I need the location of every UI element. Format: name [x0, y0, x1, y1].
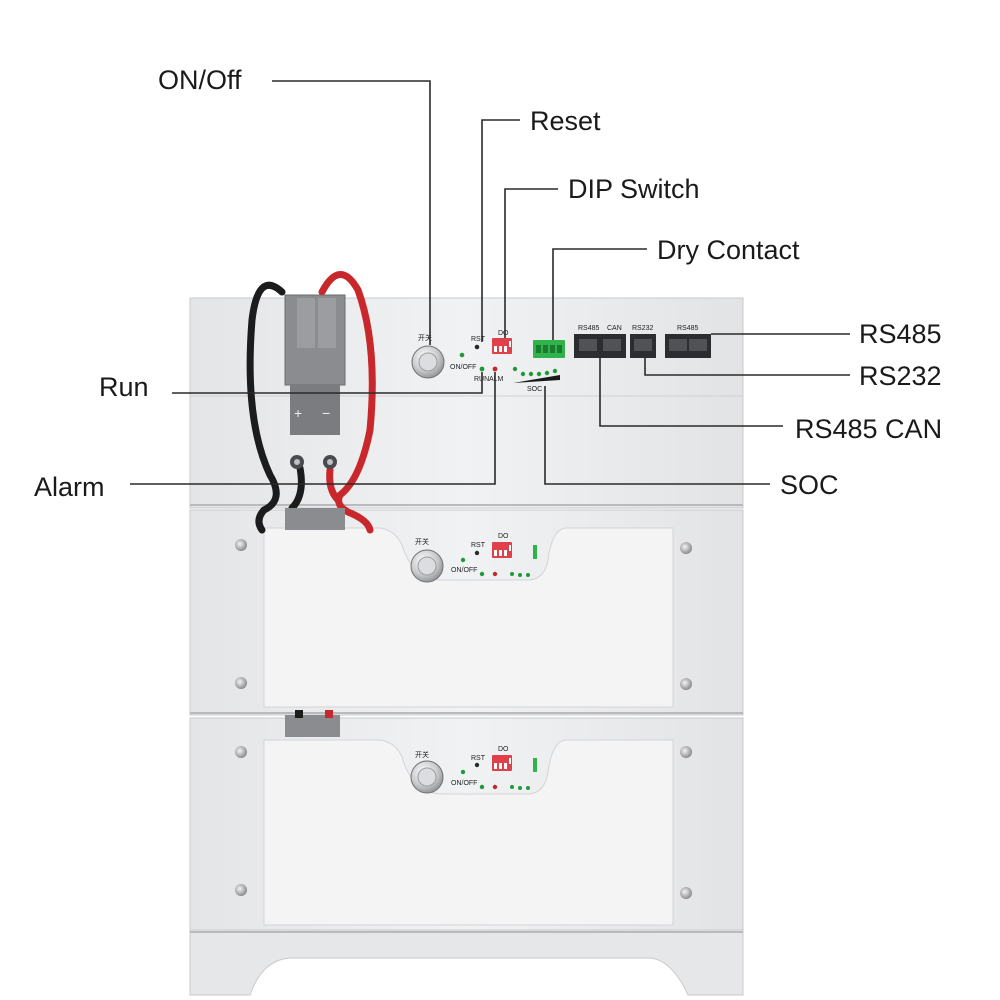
power-switch-knob[interactable]: [410, 760, 444, 794]
alarm-led: [492, 784, 498, 790]
soc-leds: [510, 572, 530, 577]
battery-module-1: 开关 RST ON/OFF DO: [189, 509, 744, 716]
callout-soc: SOC: [780, 470, 839, 500]
screw-icon: [235, 746, 247, 758]
run-led: [479, 571, 485, 577]
callout-rs485: RS485: [859, 319, 942, 349]
callout-dip-switch: DIP Switch: [568, 174, 700, 204]
power-switch-knob[interactable]: [411, 345, 445, 379]
soc-label: SOC: [527, 386, 542, 393]
rst-label: RST: [471, 755, 486, 762]
switch-glyph-label: 开关: [418, 333, 432, 342]
screw-icon: [680, 887, 692, 899]
callout-alarm: Alarm: [34, 472, 105, 502]
soc-leds: [510, 785, 530, 790]
callout-run: Run: [99, 372, 149, 402]
screw-icon: [680, 678, 692, 690]
switch-glyph-label: 开关: [415, 537, 429, 546]
run-led: [479, 366, 485, 372]
rs232-port[interactable]: [630, 334, 656, 358]
on-off-label: ON/OFF: [451, 780, 477, 787]
on-off-label: ON/OFF: [451, 567, 477, 574]
switch-glyph-label: 开关: [415, 750, 429, 759]
screw-icon: [235, 539, 247, 551]
screw-icon: [235, 884, 247, 896]
rs485-can-port[interactable]: [574, 334, 626, 358]
port-rs485-b-label: RS485: [677, 325, 699, 332]
dip-switch[interactable]: [492, 755, 512, 771]
rst-label: RST: [471, 336, 486, 343]
rs485-port[interactable]: [665, 334, 711, 358]
link-connector-upper: [285, 508, 345, 530]
screw-icon: [680, 746, 692, 758]
callout-rs232: RS232: [859, 361, 942, 391]
callout-rs485-can: RS485 CAN: [795, 414, 943, 444]
port-rs232-label: RS232: [632, 325, 654, 332]
reset-button[interactable]: [474, 550, 480, 556]
soc-leds: [512, 366, 560, 383]
callout-dry-contact: Dry Contact: [657, 235, 800, 265]
dip-switch[interactable]: [492, 338, 512, 354]
screw-icon: [235, 677, 247, 689]
on-off-led: [459, 352, 465, 358]
plus-label: +: [294, 405, 302, 421]
power-switch-knob[interactable]: [410, 549, 444, 583]
on-off-label: ON/OFF: [450, 364, 476, 371]
dip-switch[interactable]: [492, 542, 512, 558]
rst-label: RST: [471, 542, 486, 549]
top-control-module: 开关 RST ON/OFF DO RUN ALM: [189, 297, 744, 509]
do-label: DO: [498, 330, 509, 337]
minus-label: −: [322, 405, 330, 421]
callout-on-off: ON/Off: [158, 65, 242, 95]
reset-button[interactable]: [474, 344, 480, 350]
power-cables: [246, 271, 376, 534]
link-connector-lower: [285, 710, 340, 737]
battery-module-2: 开关 RST ON/OFF DO: [189, 717, 744, 931]
base-stand: [189, 929, 744, 996]
dry-contact-terminal[interactable]: [533, 340, 565, 358]
do-label: DO: [498, 746, 509, 753]
dry-contact-terminal[interactable]: [533, 545, 537, 559]
reset-button[interactable]: [474, 762, 480, 768]
do-label: DO: [498, 533, 509, 540]
alarm-led: [492, 571, 498, 577]
on-off-led: [460, 557, 466, 563]
callout-reset: Reset: [530, 106, 601, 136]
port-rs485-label: RS485: [578, 325, 600, 332]
screw-icon: [680, 542, 692, 554]
alarm-led: [492, 366, 498, 372]
port-can-label: CAN: [607, 325, 622, 332]
dry-contact-terminal[interactable]: [533, 758, 537, 772]
leader-lines: [130, 80, 850, 485]
alm-label: ALM: [489, 376, 504, 383]
on-off-led: [460, 769, 466, 775]
run-led: [479, 784, 485, 790]
